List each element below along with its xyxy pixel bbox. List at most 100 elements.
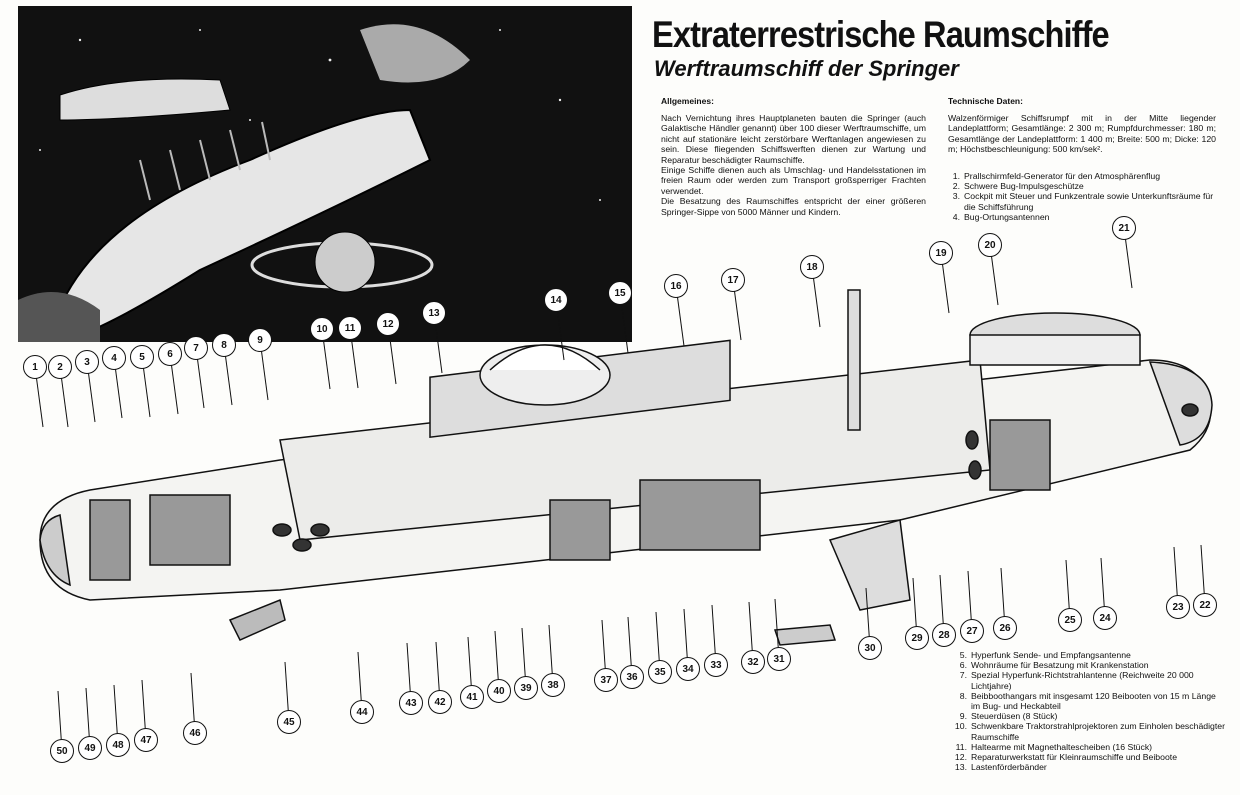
callout-25: 25 — [1058, 608, 1082, 632]
legend-item: 3. Cockpit mit Steuer und Funkzentrale so… — [945, 191, 1220, 211]
callout-47: 47 — [134, 728, 158, 752]
callout-8: 8 — [212, 333, 236, 357]
technical-text: Walzenförmiger Schiffsrumpf mit in der M… — [948, 113, 1216, 155]
general-paragraph: Einige Schiffe dienen auch als Umschlag-… — [661, 165, 926, 196]
callout-42: 42 — [428, 690, 452, 714]
callout-35: 35 — [648, 660, 672, 684]
callout-50: 50 — [50, 739, 74, 763]
callout-34: 34 — [676, 657, 700, 681]
callout-23: 23 — [1166, 595, 1190, 619]
legend-number: 10. — [954, 721, 967, 732]
callout-19: 19 — [929, 241, 953, 265]
callout-5: 5 — [130, 345, 154, 369]
callout-37: 37 — [594, 668, 618, 692]
legend-text: Reparaturwerkstatt für Kleinraumschiffe … — [971, 752, 1178, 763]
legend-item: 2. Schwere Bug-Impulsgeschütze — [945, 181, 1220, 191]
legend-item: 4. Bug-Ortungsantennen — [945, 212, 1220, 222]
legend-number: 6. — [959, 660, 967, 671]
callout-45: 45 — [277, 710, 301, 734]
legend-text: Prallschirmfeld-Generator für den Atmosp… — [964, 171, 1161, 181]
legend-text: Beibboothangars mit insgesamt 120 Beiboo… — [971, 690, 1216, 712]
general-heading: Allgemeines: — [661, 96, 714, 106]
general-paragraph: Nach Vernichtung ihres Hauptplaneten bau… — [661, 113, 926, 165]
legend-item: 10. Schwenkbare Traktorstrahlprojektoren … — [952, 721, 1227, 741]
legend-item: 13. Lastenförderbänder — [952, 762, 1227, 772]
callout-15: 15 — [608, 281, 632, 305]
callout-48: 48 — [106, 733, 130, 757]
callout-43: 43 — [399, 691, 423, 715]
legend-number: 11. — [955, 741, 967, 752]
callout-7: 7 — [184, 336, 208, 360]
callout-29: 29 — [905, 626, 929, 650]
callout-12: 12 — [376, 312, 400, 336]
callout-39: 39 — [514, 676, 538, 700]
callout-27: 27 — [960, 619, 984, 643]
legend-item: 9. Steuerdüsen (8 Stück) — [952, 711, 1227, 721]
legend-text: Schwere Bug-Impulsgeschütze — [964, 181, 1084, 192]
callout-46: 46 — [183, 721, 207, 745]
ship-cross-section — [39, 289, 1213, 646]
callout-6: 6 — [158, 342, 182, 366]
general-paragraph: Die Besatzung des Raumschiffes entsprich… — [661, 196, 926, 217]
legend-text: Cockpit mit Steuer und Funkzentrale sowi… — [964, 191, 1214, 212]
legend-item: 6. Wohnräume für Besatzung mit Krankensta… — [952, 660, 1227, 670]
legend-text: Wohnräume für Besatzung mit Krankenstati… — [971, 660, 1149, 671]
legend-number: 7. — [959, 670, 967, 681]
callout-26: 26 — [993, 616, 1017, 640]
technical-list: 1.Prallschirmfeld-Generator für den Atmo… — [945, 171, 1220, 222]
legend-number: 13. — [954, 762, 967, 773]
callout-31: 31 — [767, 647, 791, 671]
general-text: Nach Vernichtung ihres Hauptplaneten bau… — [661, 113, 926, 217]
callout-14: 14 — [544, 288, 568, 312]
legend-item: 7. Spezial Hyperfunk-Richtstrahlantenne (… — [952, 670, 1227, 690]
callout-36: 36 — [620, 665, 644, 689]
callout-3: 3 — [75, 350, 99, 374]
callout-49: 49 — [78, 736, 102, 760]
legend-number: 5. — [959, 650, 967, 660]
legend-number: 8. — [959, 690, 967, 701]
technical-heading: Technische Daten: — [948, 96, 1023, 106]
callout-17: 17 — [721, 268, 745, 292]
callout-24: 24 — [1093, 606, 1117, 630]
callout-10: 10 — [310, 317, 334, 341]
callout-2: 2 — [48, 355, 72, 379]
legend-number: 3. — [952, 191, 960, 202]
callout-30: 30 — [858, 636, 882, 660]
callout-4: 4 — [102, 346, 126, 370]
callout-40: 40 — [487, 679, 511, 703]
legend-item: 5.Hyperfunk Sende- und Empfangsantenne — [952, 650, 1227, 660]
callout-28: 28 — [932, 623, 956, 647]
legend-number: 12. — [954, 752, 967, 763]
callout-21: 21 — [1112, 216, 1136, 240]
legend-text: Schwenkbare Traktorstrahlprojektoren zum… — [971, 721, 1226, 742]
callout-41: 41 — [460, 685, 484, 709]
legend-item: 1.Prallschirmfeld-Generator für den Atmo… — [945, 171, 1220, 181]
callout-32: 32 — [741, 650, 765, 674]
callout-16: 16 — [664, 274, 688, 298]
callout-44: 44 — [350, 700, 374, 724]
legend-item: 8. Beibboothangars mit insgesamt 120 Beib… — [952, 691, 1227, 711]
callout-11: 11 — [338, 316, 362, 340]
legend-item: 11. Haltearme mit Magnethaltescheiben (16… — [952, 742, 1227, 752]
legend-number: 2. — [952, 181, 960, 192]
legend-number: 9. — [959, 711, 967, 722]
callout-1: 1 — [23, 355, 47, 379]
legend-text: Lastenförderbänder — [971, 762, 1047, 773]
legend-item: 12. Reparaturwerkstatt für Kleinraumschif… — [952, 752, 1227, 762]
page-title: Extraterrestrische Raumschiffe — [652, 14, 1110, 55]
legend-text: Haltearme mit Magnethaltescheiben (16 St… — [971, 741, 1153, 752]
page-subtitle: Werftraumschiff der Springer — [654, 56, 959, 81]
legend-text: Bug-Ortungsantennen — [964, 211, 1050, 222]
callout-33: 33 — [704, 653, 728, 677]
callout-9: 9 — [248, 328, 272, 352]
legend-text: Spezial Hyperfunk-Richtstrahlantenne (Re… — [971, 670, 1194, 691]
callout-13: 13 — [422, 301, 446, 325]
legend-number: 4. — [952, 211, 960, 222]
space-scene-image — [18, 6, 632, 342]
callout-22: 22 — [1193, 593, 1217, 617]
legend-text: Steuerdüsen (8 Stück) — [971, 711, 1058, 722]
callout-18: 18 — [800, 255, 824, 279]
